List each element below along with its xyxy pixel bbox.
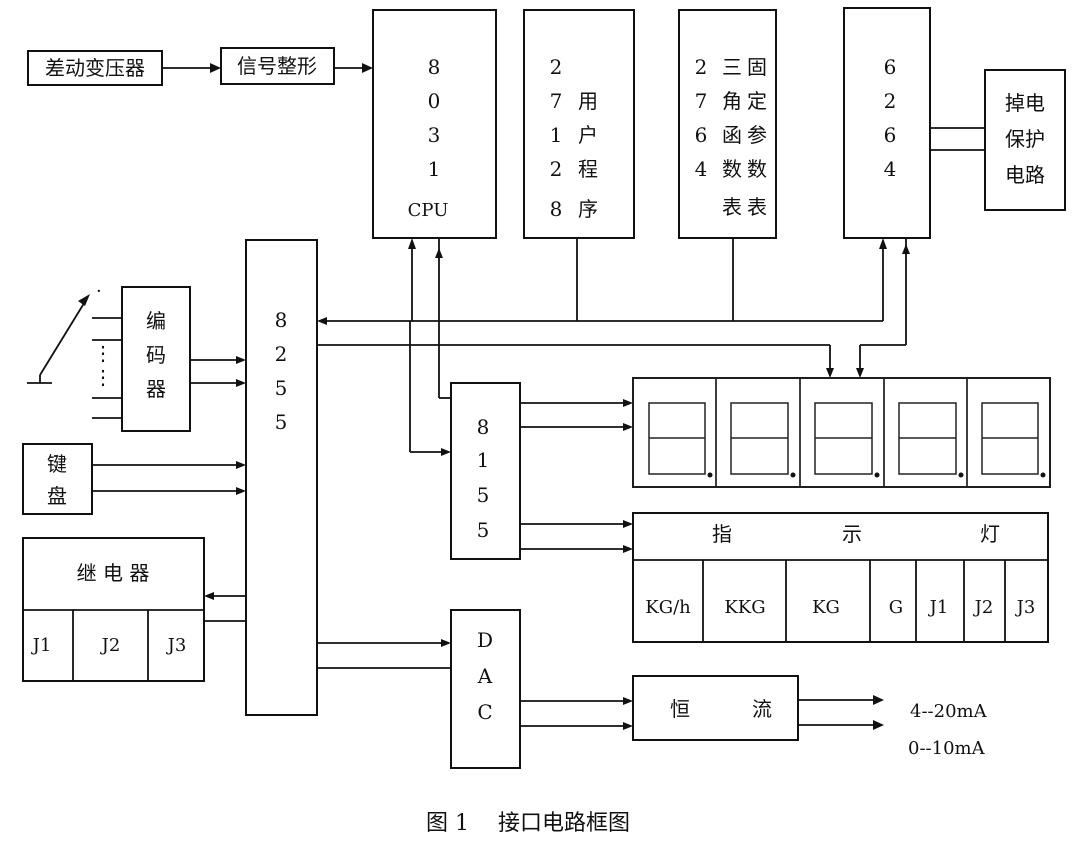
table-digit-1: 2	[695, 55, 708, 79]
power-fail-line-3: 电路	[1005, 163, 1045, 187]
cpu-char-3: 3	[428, 123, 441, 147]
ram-block: 6 2 6 4	[843, 7, 931, 239]
indicator-cell-j1: J1	[928, 597, 949, 618]
table-col1-3: 函	[722, 123, 742, 147]
table-col2-2: 定	[747, 89, 767, 113]
indicator-cell-kgh: KG/h	[645, 597, 691, 618]
eprom-block: 2 7 1 2 8 用 户 程 序	[523, 9, 635, 239]
ram-char-3: 6	[884, 123, 897, 147]
ppi-char-1: 8	[275, 308, 288, 332]
cpu-label: CPU	[408, 200, 449, 221]
cpu-char-4: 1	[428, 157, 441, 181]
table-digit-4: 4	[695, 157, 708, 181]
table-col2-3: 参	[747, 123, 767, 147]
io-char-3: 5	[477, 483, 490, 507]
table-col2-5: 表	[747, 195, 767, 219]
keyboard-char-2: 盘	[47, 484, 67, 508]
table-digit-2: 7	[695, 89, 708, 113]
power-fail-block: 掉电 保护 电路	[984, 69, 1066, 211]
eprom-char-4: 序	[578, 197, 598, 221]
relay-title: 继 电 器	[77, 561, 150, 585]
dac-char-1: D	[477, 628, 493, 652]
encoder-switch-symbol: · ⋮ ⋮	[27, 281, 122, 419]
figure-title: 接口电路框图	[498, 811, 630, 836]
led-display-panel	[632, 377, 1051, 488]
io-char-2: 1	[477, 448, 490, 472]
ram-char-4: 4	[884, 157, 897, 181]
eprom-digit-4: 2	[550, 157, 563, 181]
indicator-panel: 指 示 灯 KG/h KKG KG G J1 J2 J3	[632, 512, 1049, 643]
table-col2-4: 数	[747, 157, 767, 181]
ppi-char-3: 5	[275, 376, 288, 400]
relay-cell-j2: J2	[100, 635, 121, 656]
indicator-cell-j3: J3	[1015, 597, 1036, 618]
cpu-block: 8 0 3 1 CPU	[372, 9, 497, 239]
cpu-char-2: 0	[428, 89, 441, 113]
indicator-cell-kkg: KKG	[724, 597, 765, 618]
eprom-digit-2: 7	[550, 89, 563, 113]
eprom-char-3: 程	[578, 157, 598, 181]
io-8155-block: 8 1 5 5	[450, 382, 521, 560]
ppi-8255-block: 8 2 5 5	[245, 239, 318, 716]
eprom-digit-1: 2	[550, 55, 563, 79]
indicator-title-3: 灯	[980, 522, 1000, 546]
encoder-char-1: 编	[146, 309, 166, 333]
table-col1-4: 数	[722, 157, 742, 181]
table-col1-5: 表	[722, 195, 742, 219]
connection-wires	[92, 63, 985, 730]
eprom-digit-5: 8	[550, 197, 563, 221]
table-col1-1: 三	[722, 55, 742, 79]
io-char-1: 8	[477, 415, 490, 439]
svg-text:·: ·	[96, 281, 102, 302]
indicator-cell-j2: J2	[973, 597, 994, 618]
encoder-char-2: 码	[146, 343, 166, 367]
relay-cell-j1: J1	[31, 635, 52, 656]
keyboard-block: 键 盘	[22, 443, 93, 515]
figure-number: 图 1	[426, 811, 469, 836]
io-char-4: 5	[477, 518, 490, 542]
current-char-1: 恒	[670, 697, 690, 721]
constant-current-block: 恒 流	[632, 675, 799, 741]
indicator-title-2: 示	[842, 522, 862, 546]
eprom-char-1: 用	[578, 89, 598, 113]
power-fail-line-1: 掉电	[1005, 91, 1045, 115]
output-current-1: 4--20mA	[910, 701, 988, 722]
cpu-char-1: 8	[428, 55, 441, 79]
table-col2-1: 固	[747, 55, 767, 79]
indicator-cell-g: G	[889, 597, 903, 618]
eprom-digit-3: 1	[550, 123, 563, 147]
svg-text:⋮: ⋮	[93, 365, 113, 389]
eprom-char-2: 户	[578, 123, 598, 147]
indicator-title-1: 指	[712, 522, 732, 546]
encoder-block: 编 码 器	[121, 286, 191, 432]
relay-block: 继 电 器 J1 J2 J3	[22, 537, 205, 682]
table-col1-2: 角	[722, 89, 742, 113]
sensor-block: 差动变压器	[27, 50, 163, 86]
dac-char-2: A	[477, 664, 493, 688]
ram-char-2: 2	[884, 89, 897, 113]
svg-text:⋮: ⋮	[93, 341, 113, 365]
table-digit-3: 6	[695, 123, 708, 147]
encoder-char-3: 器	[146, 377, 166, 401]
dac-block: D A C	[450, 609, 521, 769]
relay-cell-j3: J3	[166, 635, 187, 656]
power-fail-line-2: 保护	[1005, 127, 1045, 151]
output-current-2: 0--10mA	[908, 738, 986, 759]
ppi-char-4: 5	[275, 410, 288, 434]
keyboard-char-1: 键	[47, 452, 67, 476]
shaper-label: 信号整形	[237, 54, 317, 78]
ppi-char-2: 2	[275, 342, 288, 366]
current-char-2: 流	[752, 697, 772, 721]
sensor-label: 差动变压器	[45, 56, 145, 80]
dac-char-3: C	[477, 700, 492, 724]
ram-char-1: 6	[884, 55, 897, 79]
table-rom-block: 2 7 6 4 三 角 函 数 表 固 定 参 数 表	[678, 9, 777, 239]
led-digit-5	[966, 377, 1051, 488]
indicator-cell-kg: KG	[812, 597, 840, 618]
shaper-block: 信号整形	[220, 47, 335, 85]
